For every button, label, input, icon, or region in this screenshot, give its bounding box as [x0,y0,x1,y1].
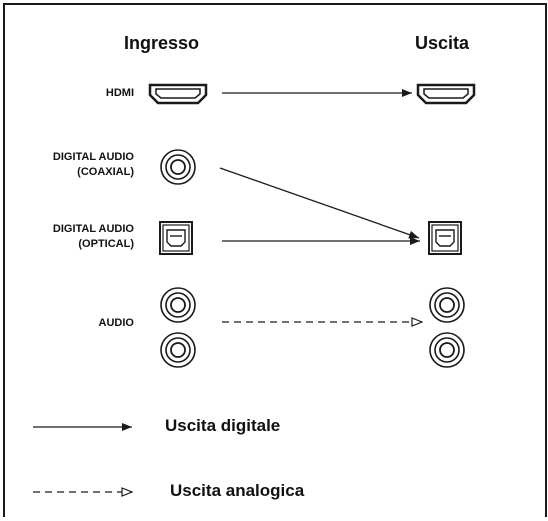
output-header: Uscita [415,33,470,53]
optical-label: DIGITAL AUDIO (OPTICAL) [20,222,134,252]
coaxial-label-line1: DIGITAL AUDIO [52,151,134,163]
audio-output-jack-top-icon [429,287,465,323]
hdmi-label: HDMI [105,87,134,99]
hdmi-input-icon [148,83,208,105]
legend-analog-label: Uscita analogica [170,481,305,500]
audio-label: AUDIO [98,317,134,329]
coaxial-connection-line [219,167,420,239]
optical-label-line2: (OPTICAL) [78,238,134,250]
legend-digital-label: Uscita digitale [165,416,281,435]
audio-output-jack-bottom-icon [429,332,465,368]
diagram-frame [3,3,547,517]
optical-label-line1: DIGITAL AUDIO [52,223,134,235]
audio-input-jack-bottom-icon [160,332,196,368]
coaxial-input-icon [160,149,196,185]
optical-input-icon [159,221,193,255]
input-header: Ingresso [124,33,200,53]
coaxial-label: DIGITAL AUDIO (COAXIAL) [20,150,134,180]
audio-input-jack-top-icon [160,287,196,323]
optical-output-icon [428,221,462,255]
coaxial-label-line2: (COAXIAL) [77,166,134,178]
hdmi-output-icon [416,83,476,105]
